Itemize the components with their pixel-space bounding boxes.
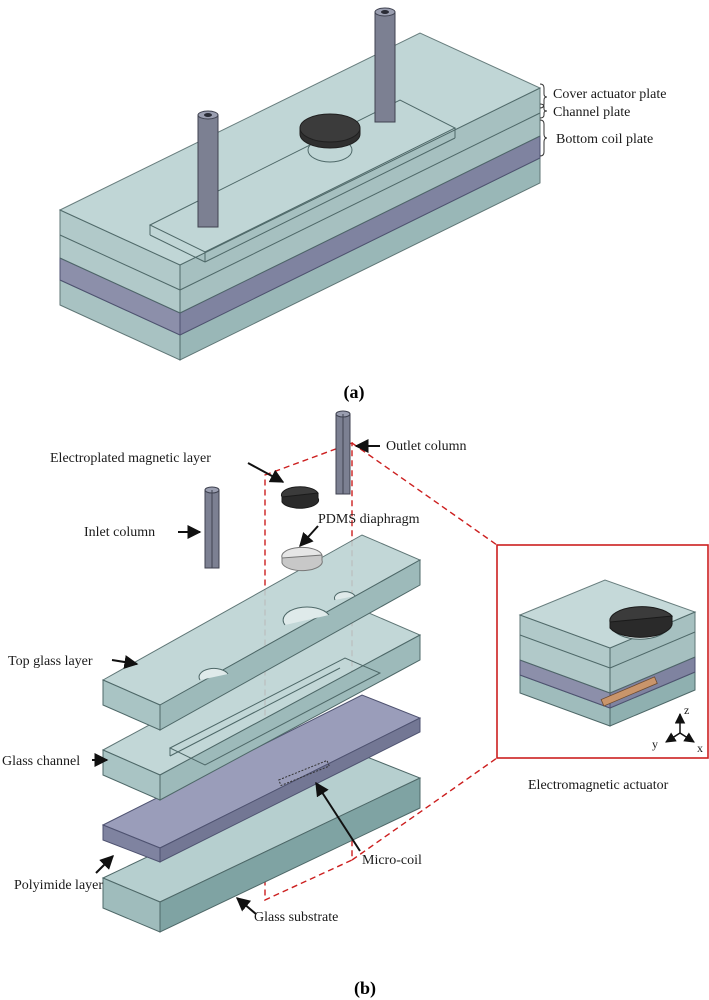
cover-and-channel-plates — [58, 32, 542, 314]
magnet-disk-a — [299, 113, 361, 149]
hole-diaphragm-b — [282, 606, 330, 626]
caption-b: (b) — [354, 978, 376, 999]
pdms-diaphragm-b — [281, 546, 323, 572]
callout-line-top — [351, 442, 498, 546]
panel-a-assembly: Cover actuator plate Channel plate Botto… — [58, 7, 667, 403]
arrow-top-glass — [111, 655, 139, 669]
inset-coil — [600, 676, 658, 707]
arrow-polyimide — [95, 855, 114, 874]
outlet-column-a — [374, 7, 396, 123]
actuator-inset: z y x — [496, 544, 709, 759]
axis-y-label: y — [652, 737, 658, 751]
label-glass-channel: Glass channel — [2, 754, 80, 769]
bracket-bottom — [539, 119, 548, 157]
polyimide-layer-b — [101, 694, 422, 863]
glass-substrate-b — [101, 754, 422, 933]
arrow-glass-substrate — [235, 897, 257, 915]
callout-dashed-box — [264, 441, 353, 902]
panel-b-exploded: Electroplated magnetic layer Outlet colu… — [2, 410, 709, 999]
label-bottom-coil-plate: Bottom coil plate — [556, 132, 653, 147]
inlet-column-b — [204, 486, 220, 569]
caption-a: (a) — [344, 382, 365, 403]
arrow-micro-coil — [315, 781, 361, 852]
magnetic-layer-b — [280, 486, 320, 509]
micro-coil-b — [278, 759, 330, 787]
label-electromagnetic-actuator: Electromagnetic actuator — [528, 778, 669, 793]
inlet-column-a — [197, 110, 219, 228]
axis-x-label: x — [697, 741, 703, 755]
arrow-magnetic-layer — [247, 462, 285, 483]
label-glass-substrate: Glass substrate — [254, 910, 338, 925]
label-top-glass-layer: Top glass layer — [8, 654, 93, 669]
label-cover-actuator-plate: Cover actuator plate — [553, 87, 667, 102]
axes-triad: z y x — [652, 703, 703, 755]
label-outlet-column: Outlet column — [386, 439, 467, 454]
arrow-pdms — [299, 525, 319, 548]
hole-outlet-b — [333, 591, 356, 601]
top-glass-layer-b — [101, 534, 422, 731]
label-polyimide-layer: Polyimide layer — [14, 878, 103, 893]
label-channel-plate: Channel plate — [553, 105, 630, 120]
outlet-column-b — [335, 410, 351, 495]
label-micro-coil: Micro-coil — [362, 853, 422, 868]
bracket-channel — [539, 103, 548, 119]
label-pdms-diaphragm: PDMS diaphragm — [318, 512, 420, 527]
label-electroplated-magnetic-layer: Electroplated magnetic layer — [50, 451, 211, 466]
hole-inlet-b — [198, 667, 229, 681]
label-inlet-column: Inlet column — [84, 525, 155, 540]
axis-z-label: z — [684, 703, 689, 717]
